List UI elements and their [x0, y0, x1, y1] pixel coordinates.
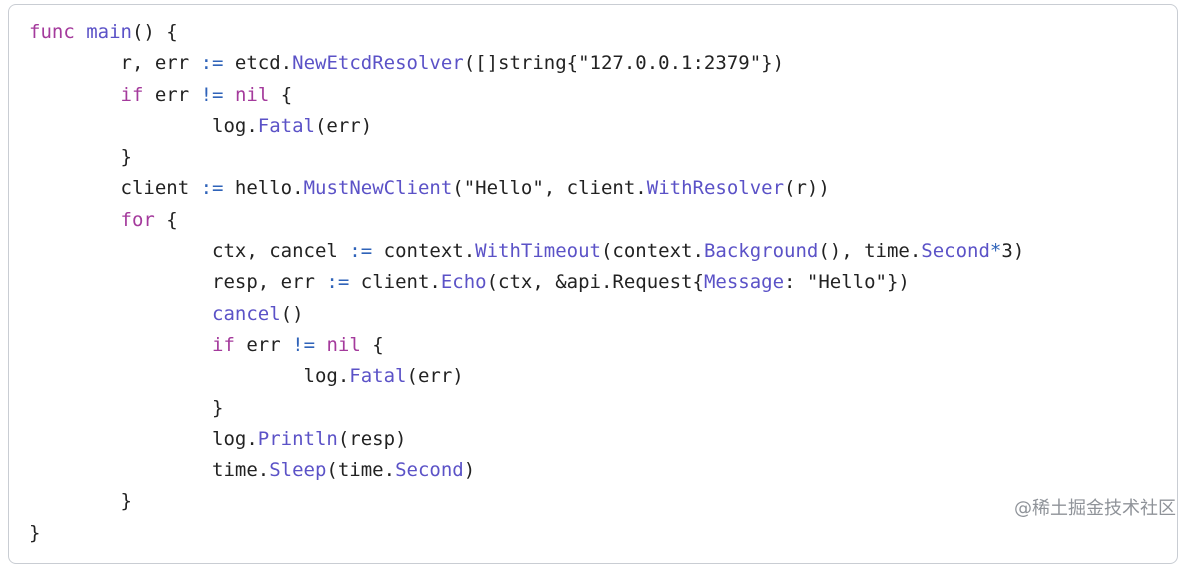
- code-token: [29, 209, 121, 231]
- code-line: client := hello.MustNewClient("Hello", c…: [29, 173, 1177, 204]
- code-token: :=: [326, 271, 350, 294]
- code-line: if err != nil {: [29, 80, 1177, 111]
- code-token: nil: [326, 333, 361, 356]
- code-token: : "Hello"}): [784, 271, 910, 294]
- code-token: (ctx, &api.Request{: [486, 271, 704, 294]
- code-token: resp, err: [29, 271, 327, 294]
- code-token: cancel: [212, 302, 281, 325]
- code-token: if: [120, 83, 144, 106]
- code-block: func main() { r, err := etcd.NewEtcdReso…: [9, 5, 1177, 549]
- code-token: ): [463, 459, 476, 482]
- code-line: r, err := etcd.NewEtcdResolver([]string{…: [29, 48, 1177, 79]
- code-token: WithResolver: [646, 177, 785, 200]
- code-token: WithTimeout: [475, 240, 601, 263]
- code-line: cancel(): [29, 299, 1177, 330]
- code-token: err: [143, 83, 201, 106]
- code-token: client: [29, 177, 201, 200]
- code-token: 3): [1001, 240, 1025, 263]
- code-token: {: [360, 333, 384, 356]
- code-token: nil: [234, 83, 270, 106]
- code-line: resp, err := client.Echo(ctx, &api.Reque…: [29, 267, 1177, 298]
- code-token: Println: [257, 427, 338, 450]
- code-token: Fatal: [349, 365, 407, 388]
- code-line: }: [29, 393, 1177, 424]
- code-token: }: [29, 521, 41, 544]
- code-line: time.Sleep(time.Second): [29, 455, 1177, 486]
- code-line: log.Fatal(err): [29, 361, 1177, 392]
- code-token: !=: [292, 333, 316, 356]
- code-token: (time.: [326, 459, 396, 482]
- code-token: func: [29, 21, 75, 43]
- code-token: Background: [703, 240, 819, 263]
- code-token: Fatal: [257, 114, 315, 137]
- code-token: }: [29, 396, 224, 419]
- code-token: (err): [314, 114, 373, 137]
- code-line: }: [29, 142, 1177, 173]
- code-line: }: [29, 518, 1177, 549]
- code-token: *: [989, 240, 1002, 263]
- code-token: for: [120, 208, 155, 231]
- code-token: :=: [349, 240, 373, 263]
- code-token: ("Hello", client.: [452, 177, 647, 200]
- code-token: (r)): [784, 177, 830, 200]
- code-token: (resp): [337, 427, 407, 450]
- code-token: ctx, cancel: [29, 240, 350, 263]
- watermark: @稀土掘金技术社区: [1014, 498, 1176, 519]
- code-token: ([]string{"127.0.0.1:2379"}): [463, 52, 785, 75]
- code-token: err: [234, 333, 293, 356]
- code-token: {: [154, 208, 178, 231]
- code-token: [75, 21, 86, 43]
- code-token: }: [29, 146, 132, 169]
- code-token: log.: [29, 114, 258, 137]
- code-token: context.: [372, 240, 476, 263]
- code-token: log.: [29, 427, 258, 450]
- code-token: :=: [200, 52, 224, 75]
- code-token: MustNewClient: [303, 177, 453, 200]
- code-token: [29, 84, 121, 106]
- code-token: {: [269, 83, 293, 106]
- code-token: :=: [200, 177, 224, 200]
- code-token: [224, 84, 235, 106]
- code-line: log.Println(resp): [29, 424, 1177, 455]
- code-token: !=: [200, 83, 224, 106]
- code-line: ctx, cancel := context.WithTimeout(conte…: [29, 236, 1177, 267]
- code-line: func main() {: [29, 17, 1177, 48]
- code-token: (err): [406, 365, 464, 388]
- code-token: [315, 334, 326, 356]
- code-token: Sleep: [269, 459, 327, 482]
- code-block-frame: func main() { r, err := etcd.NewEtcdReso…: [8, 4, 1178, 564]
- code-token: Second: [395, 459, 464, 482]
- code-token: hello.: [223, 177, 304, 200]
- code-token: [29, 334, 212, 356]
- code-token: client.: [349, 271, 441, 294]
- code-token: (), time.: [818, 240, 922, 263]
- code-line: log.Fatal(err): [29, 111, 1177, 142]
- code-token: }: [29, 490, 132, 513]
- code-token: NewEtcdResolver: [292, 52, 464, 75]
- code-token: Message: [703, 271, 785, 294]
- code-line: for {: [29, 205, 1177, 236]
- code-token: etcd.: [223, 52, 293, 75]
- code-line: if err != nil {: [29, 330, 1177, 361]
- code-token: Echo: [440, 271, 487, 294]
- code-token: (context.: [600, 240, 704, 263]
- code-token: main: [86, 21, 132, 43]
- code-token: [29, 303, 212, 325]
- code-token: r, err: [29, 52, 201, 75]
- code-token: () {: [131, 21, 178, 43]
- code-token: (): [280, 302, 304, 325]
- code-token: log.: [29, 365, 350, 388]
- code-token: Second: [921, 240, 990, 263]
- code-token: if: [212, 333, 235, 356]
- code-token: time.: [29, 459, 270, 482]
- code-line: }: [29, 486, 1177, 517]
